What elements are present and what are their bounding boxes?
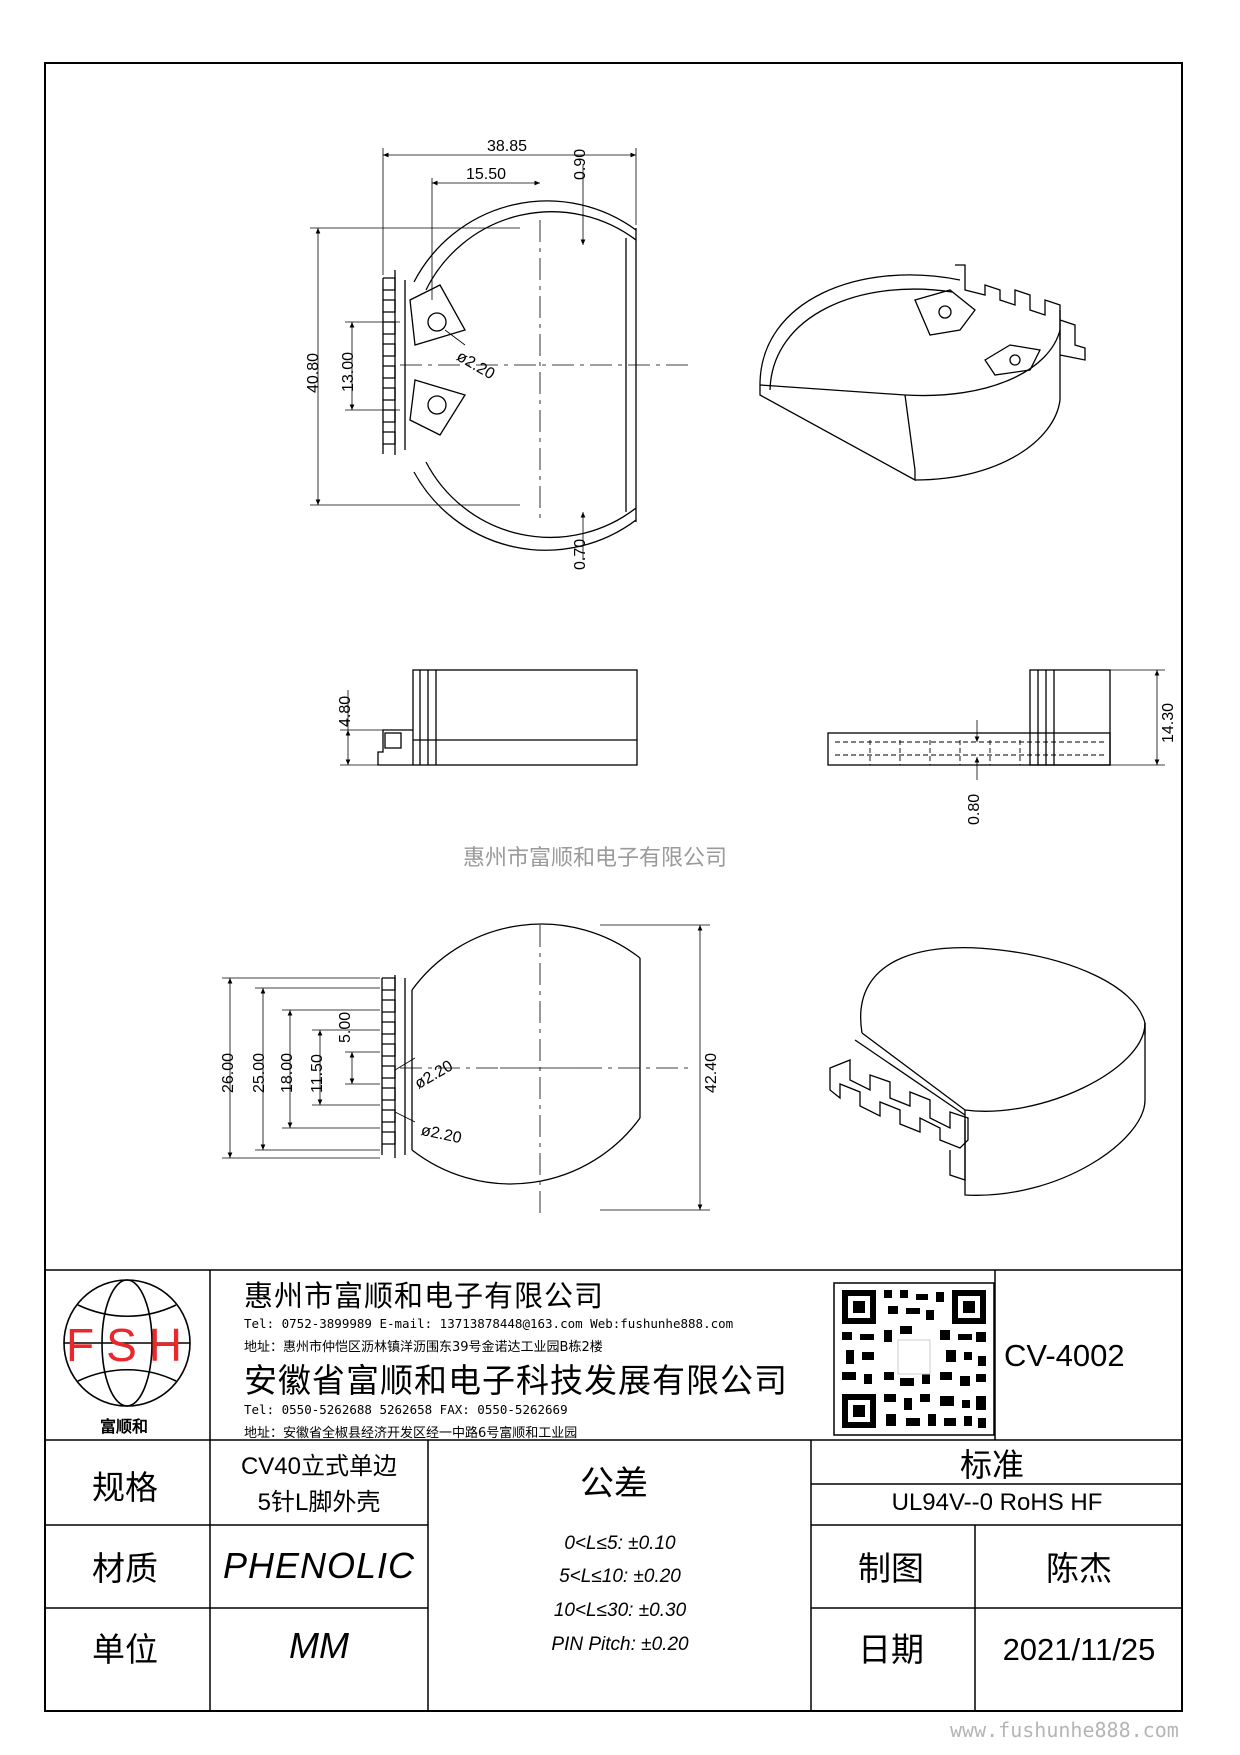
side-view-front: [340, 669, 638, 766]
dim-bot-1150: 11.50: [309, 1054, 326, 1093]
dim-top-wall: 0.90: [572, 148, 589, 180]
title-block: [45, 1269, 1182, 1711]
company-1-address: 地址：惠州市仲恺区沥林镇洋沥围东39号金诺达工业园B栋2楼: [244, 1340, 603, 1355]
tolerance-line-1: 0<L≤5: ±0.10: [564, 1533, 676, 1554]
qr-code-icon: [833, 1282, 995, 1436]
dim-bot-5: 5.00: [337, 1011, 354, 1043]
logo-letters: FSH: [66, 1319, 194, 1371]
unit-label: 单位: [92, 1630, 158, 1669]
company-2-name: 安徽省富顺和电子科技发展有限公司: [244, 1361, 788, 1400]
iso-view-top: [759, 264, 1086, 482]
dim-side-height: 4.80: [337, 695, 354, 727]
dim-top-offset: 15.50: [466, 166, 507, 183]
date-label: 日期: [858, 1630, 924, 1669]
side-view-right: [827, 669, 1165, 780]
drawing-frame: [44, 62, 1183, 1712]
top-view: [310, 148, 690, 560]
iso-view-bottom: [829, 947, 1146, 1196]
company-2-contact: Tel: 0550-5262688 5262658 FAX: 0550-5262…: [244, 1402, 568, 1417]
material-label: 材质: [92, 1549, 158, 1588]
material-value: PHENOLIC: [222, 1545, 416, 1586]
dim-top-pins: 13.00: [340, 351, 357, 392]
watermark-url: www.fushunhe888.com: [950, 1718, 1179, 1742]
dim-bot-26: 26.00: [220, 1052, 237, 1093]
spec-value-line-2: 5针L脚外壳: [257, 1489, 381, 1516]
tolerance-line-3: 10<L≤30: ±0.30: [553, 1600, 687, 1621]
dim-top-bottom-wall: 0.70: [572, 538, 589, 570]
dim-bot-18: 18.00: [279, 1052, 296, 1093]
company-1-contact: Tel: 0752-3899989 E-mail: 13713878448@16…: [244, 1316, 734, 1331]
date-value: 2021/11/25: [1002, 1632, 1156, 1667]
dim-bot-height: 42.40: [703, 1052, 720, 1093]
logo-caption: 富顺和: [100, 1417, 149, 1436]
dim-side2-wall: 0.80: [966, 793, 983, 825]
part-number: CV-4002: [1004, 1338, 1125, 1373]
spec-value-line-1: CV40立式单边: [240, 1453, 398, 1480]
dim-bot-25: 25.00: [251, 1052, 268, 1093]
dim-top-width: 38.85: [487, 138, 528, 155]
tolerance-line-2: 5<L≤10: ±0.20: [559, 1566, 681, 1587]
bottom-view: [222, 923, 710, 1215]
tolerance-line-4: PIN Pitch: ±0.20: [551, 1634, 689, 1655]
dim-side2-height: 14.30: [1160, 702, 1177, 743]
dim-top-height: 40.80: [305, 352, 322, 393]
unit-value: MM: [289, 1625, 349, 1666]
fsh-logo-globe: [63, 1279, 191, 1407]
company-2-address: 地址：安徽省全椒县经济开发区经一中路6号富顺和工业园: [244, 1426, 578, 1441]
standard-label: 标准: [960, 1446, 1025, 1484]
watermark-center: 惠州市富顺和电子有限公司: [463, 845, 728, 870]
drawn-by-label: 制图: [858, 1549, 924, 1588]
drawn-by-value: 陈杰: [1046, 1549, 1112, 1588]
company-1-name: 惠州市富顺和电子有限公司: [244, 1279, 605, 1313]
tolerance-label: 公差: [580, 1464, 648, 1504]
spec-label: 规格: [92, 1468, 158, 1507]
standard-value: UL94V--0 RoHS HF: [891, 1489, 1103, 1516]
